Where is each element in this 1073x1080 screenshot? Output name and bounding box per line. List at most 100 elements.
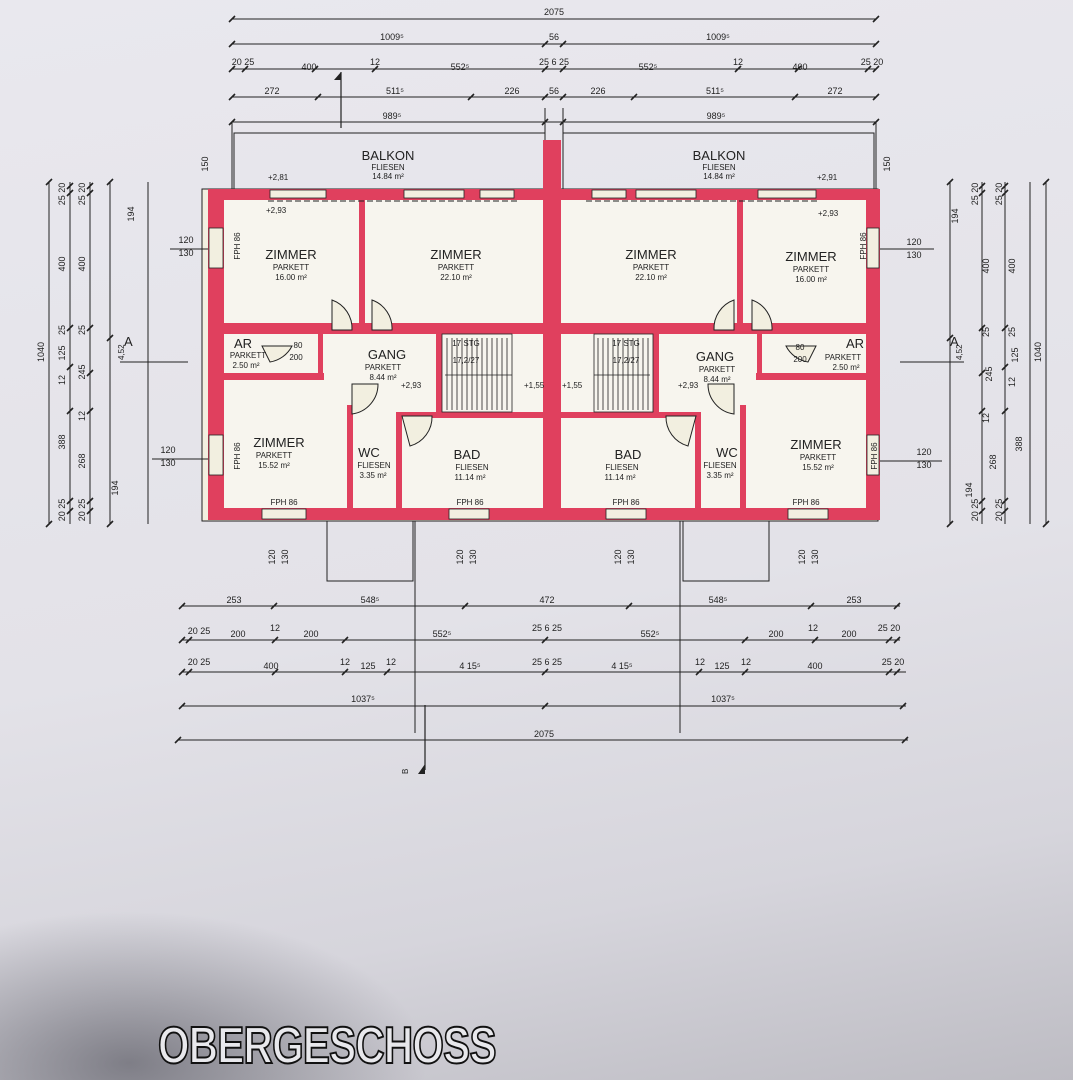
- svg-text:15.52 m²: 15.52 m²: [258, 461, 290, 470]
- room-gang-left: GANG PARKETT 8.44 m²: [365, 347, 406, 382]
- svg-text:25 20: 25 20: [57, 183, 67, 206]
- svg-text:FPH 86: FPH 86: [456, 498, 484, 507]
- walls: [208, 140, 880, 520]
- svg-text:ZIMMER: ZIMMER: [430, 247, 481, 262]
- building: [201, 188, 879, 522]
- room-zimmer-n-left: ZIMMER PARKETT 22.10 m²: [430, 247, 481, 282]
- stair-labels: 17 STG 17,2/27 17 STG 17,2/27: [452, 339, 640, 365]
- svg-text:14.84 m²: 14.84 m²: [703, 172, 735, 181]
- svg-text:17 STG: 17 STG: [612, 339, 640, 348]
- svg-text:3.35 m²: 3.35 m²: [706, 471, 733, 480]
- svg-text:25: 25: [77, 325, 87, 335]
- svg-text:ZIMMER: ZIMMER: [790, 437, 841, 452]
- svg-text:552⁵: 552⁵: [433, 629, 452, 639]
- svg-text:FPH 86: FPH 86: [233, 442, 242, 470]
- level-labels: +2,81 +2,93 +2,93 +1,55 +1,55 +2,93 +2,9…: [266, 173, 839, 390]
- svg-text:472: 472: [539, 595, 554, 605]
- svg-text:120: 120: [916, 447, 931, 457]
- svg-text:11.14 m²: 11.14 m²: [605, 473, 636, 482]
- svg-text:400: 400: [77, 256, 87, 271]
- svg-text:989⁵: 989⁵: [383, 111, 402, 121]
- svg-text:FPH 86: FPH 86: [859, 232, 868, 260]
- svg-text:PARKETT: PARKETT: [633, 263, 669, 272]
- svg-text:FLIESEN: FLIESEN: [605, 463, 639, 472]
- svg-text:400: 400: [57, 256, 67, 271]
- svg-text:12: 12: [808, 623, 818, 633]
- svg-text:3.35 m²: 3.35 m²: [359, 471, 386, 480]
- svg-text:1040: 1040: [1033, 342, 1043, 362]
- svg-text:130: 130: [468, 549, 478, 564]
- svg-text:PARKETT: PARKETT: [699, 365, 735, 374]
- svg-text:PARKETT: PARKETT: [793, 265, 829, 274]
- section-markers: A A 4,52 4,52 B: [117, 334, 964, 774]
- svg-text:12: 12: [77, 411, 87, 421]
- svg-text:552⁵: 552⁵: [639, 62, 658, 72]
- svg-text:FPH 86: FPH 86: [270, 498, 298, 507]
- svg-text:12: 12: [733, 57, 743, 67]
- svg-text:125: 125: [1010, 347, 1020, 362]
- svg-text:ZIMMER: ZIMMER: [253, 435, 304, 450]
- svg-text:194: 194: [950, 208, 960, 223]
- svg-text:130: 130: [280, 549, 290, 564]
- room-zimmer-se: ZIMMER PARKETT 15.52 m²: [790, 437, 841, 472]
- svg-text:AR: AR: [234, 336, 252, 351]
- svg-text:+1,55: +1,55: [562, 381, 583, 390]
- svg-text:+2,93: +2,93: [678, 381, 699, 390]
- svg-text:+2,81: +2,81: [268, 173, 289, 182]
- svg-text:BALKON: BALKON: [693, 148, 746, 163]
- svg-text:400: 400: [301, 62, 316, 72]
- svg-text:552⁵: 552⁵: [451, 62, 470, 72]
- room-zimmer-nw: ZIMMER PARKETT 16.00 m²: [265, 247, 316, 282]
- svg-text:25: 25: [57, 325, 67, 335]
- svg-text:PARKETT: PARKETT: [825, 353, 861, 362]
- svg-text:25: 25: [981, 327, 991, 337]
- svg-text:548⁵: 548⁵: [709, 595, 728, 605]
- svg-text:PARKETT: PARKETT: [365, 363, 401, 372]
- svg-text:120: 120: [267, 549, 277, 564]
- bottom-dim-ticks: [174, 602, 909, 744]
- svg-text:400: 400: [1007, 258, 1017, 273]
- floor-plan: 2075 1009⁵ 56 1009⁵ 20 25 400 12 552⁵ 25…: [36, 7, 1050, 774]
- opening-labels: FPH 86 FPH 86 FPH 86 FPH 86 FPH 86 FPH 8…: [233, 232, 879, 507]
- svg-text:17,2/27: 17,2/27: [453, 356, 480, 365]
- svg-text:14.84 m²: 14.84 m²: [372, 172, 404, 181]
- window-dim-ticks: [152, 248, 942, 462]
- svg-text:+2,93: +2,93: [818, 209, 839, 218]
- svg-text:125: 125: [360, 661, 375, 671]
- svg-text:PARKETT: PARKETT: [230, 351, 266, 360]
- svg-text:80: 80: [294, 341, 303, 350]
- svg-text:PARKETT: PARKETT: [800, 453, 836, 462]
- svg-text:56: 56: [549, 86, 559, 96]
- svg-text:B: B: [401, 769, 410, 774]
- svg-text:PARKETT: PARKETT: [256, 451, 292, 460]
- svg-text:552⁵: 552⁵: [641, 629, 660, 639]
- top-dimensions: [231, 18, 877, 190]
- svg-text:80: 80: [796, 343, 805, 352]
- svg-text:+2,93: +2,93: [266, 206, 287, 215]
- room-ar-right: AR PARKETT 2.50 m²: [825, 336, 864, 372]
- svg-text:GANG: GANG: [368, 347, 406, 362]
- svg-text:1040: 1040: [36, 342, 46, 362]
- room-bad-left: BAD FLIESEN 11.14 m²: [454, 447, 489, 482]
- room-labels: BALKON FLIESEN 14.84 m² BALKON FLIESEN 1…: [230, 148, 864, 482]
- svg-text:989⁵: 989⁵: [707, 111, 726, 121]
- svg-text:4 15⁵: 4 15⁵: [611, 661, 633, 671]
- svg-text:388: 388: [1014, 436, 1024, 451]
- svg-text:20 25: 20 25: [188, 657, 211, 667]
- top-dim-labels: 2075 1009⁵ 56 1009⁵ 20 25 400 12 552⁵ 25…: [200, 7, 892, 172]
- dim-top-total: 2075: [544, 7, 564, 17]
- svg-text:12: 12: [741, 657, 751, 667]
- svg-text:FLIESEN: FLIESEN: [371, 163, 405, 172]
- svg-text:11.14 m²: 11.14 m²: [455, 473, 486, 482]
- svg-text:1037⁵: 1037⁵: [711, 694, 735, 704]
- svg-text:120: 120: [613, 549, 623, 564]
- svg-text:200: 200: [230, 629, 245, 639]
- svg-text:WC: WC: [358, 445, 380, 460]
- svg-text:15.52 m²: 15.52 m²: [802, 463, 834, 472]
- svg-text:20 25: 20 25: [188, 626, 211, 636]
- svg-text:2.50 m²: 2.50 m²: [232, 361, 259, 370]
- svg-text:194: 194: [110, 480, 120, 495]
- window-width-labels: 120 130 120 130 120 130 120 130 120 130 …: [160, 235, 931, 565]
- svg-text:ZIMMER: ZIMMER: [785, 249, 836, 264]
- svg-text:12: 12: [340, 657, 350, 667]
